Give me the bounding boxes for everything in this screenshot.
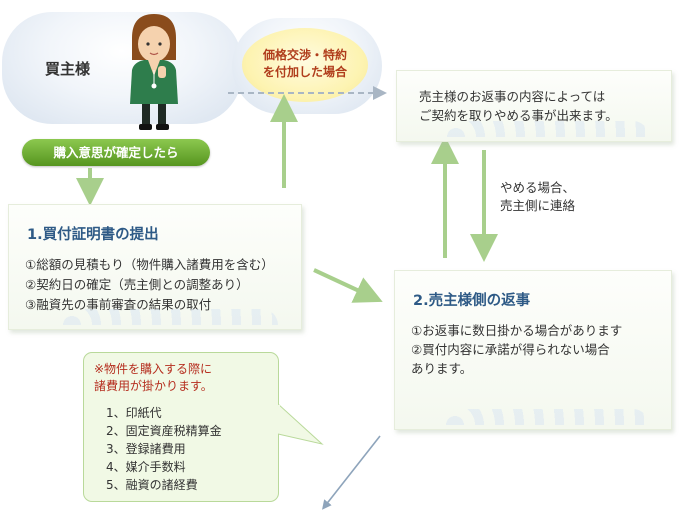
cancel-note-line2: ご契約を取りやめる事が出来ます。 xyxy=(419,108,618,123)
cost-note-heading-2: 諸費用が掛かります。 xyxy=(94,379,213,393)
cost-speech-bubble: ※物件を購入する際に 諸費用が掛かります。 1、印紙代 2、固定資産税精算金 3… xyxy=(83,352,279,502)
price-negotiation-note: 価格交渉・特約 を付加した場合 xyxy=(242,28,368,102)
cancel-note-line1: 売主様のお返事の内容によっては xyxy=(419,89,606,104)
price-note-line2: を付加した場合 xyxy=(262,65,347,79)
step1-title: 1.買付証明書の提出 xyxy=(27,227,159,243)
decision-pill: 購入意思が確定したら xyxy=(22,139,210,166)
buyer-cloud xyxy=(2,12,242,124)
cost-item-5: 5、融資の諸経費 xyxy=(106,478,198,492)
price-note-line1: 価格交渉・特約 xyxy=(262,48,347,62)
cancel-note-box: 売主様のお返事の内容によっては ご契約を取りやめる事が出来ます。 xyxy=(396,70,672,142)
step2-title: 2.売主様側の返事 xyxy=(413,293,531,309)
arrow-step2-down xyxy=(322,435,381,510)
step1-item-3: ③融資先の事前審査の結果の取付 xyxy=(25,297,212,312)
step1-box: 1.買付証明書の提出 ①総額の見積もり（物件購入諸費用を含む） ②契約日の確定（… xyxy=(8,204,302,330)
step1-item-2: ②契約日の確定（売主側との調整あり） xyxy=(25,277,249,292)
buyer-label: 買主様 xyxy=(45,60,91,78)
cost-item-3: 3、登録諸費用 xyxy=(106,442,186,456)
step2-box: 2.売主様側の返事 ①お返事に数日掛かる場合があります ②買付内容に承諾が得られ… xyxy=(394,270,672,430)
stop-note-line2: 売主側に連絡 xyxy=(500,198,576,213)
step2-line-2: ②買付内容に承諾が得られない場合 xyxy=(411,342,610,357)
arrow-step1-to-step2 xyxy=(313,268,383,303)
stop-note-line1: やめる場合、 xyxy=(500,180,576,195)
bubble-tail xyxy=(278,403,324,445)
step1-item-1: ①総額の見積もり（物件購入諸費用を含む） xyxy=(25,257,274,272)
step2-line-3: あります。 xyxy=(411,361,473,376)
cost-item-4: 4、媒介手数料 xyxy=(106,460,186,474)
cost-item-2: 2、固定資産税精算金 xyxy=(106,424,222,438)
cost-item-1: 1、印紙代 xyxy=(106,406,162,420)
buyer-person-illustration xyxy=(130,14,178,130)
cost-note-heading-1: ※物件を購入する際に xyxy=(94,362,213,376)
step2-line-1: ①お返事に数日掛かる場合があります xyxy=(411,323,623,338)
